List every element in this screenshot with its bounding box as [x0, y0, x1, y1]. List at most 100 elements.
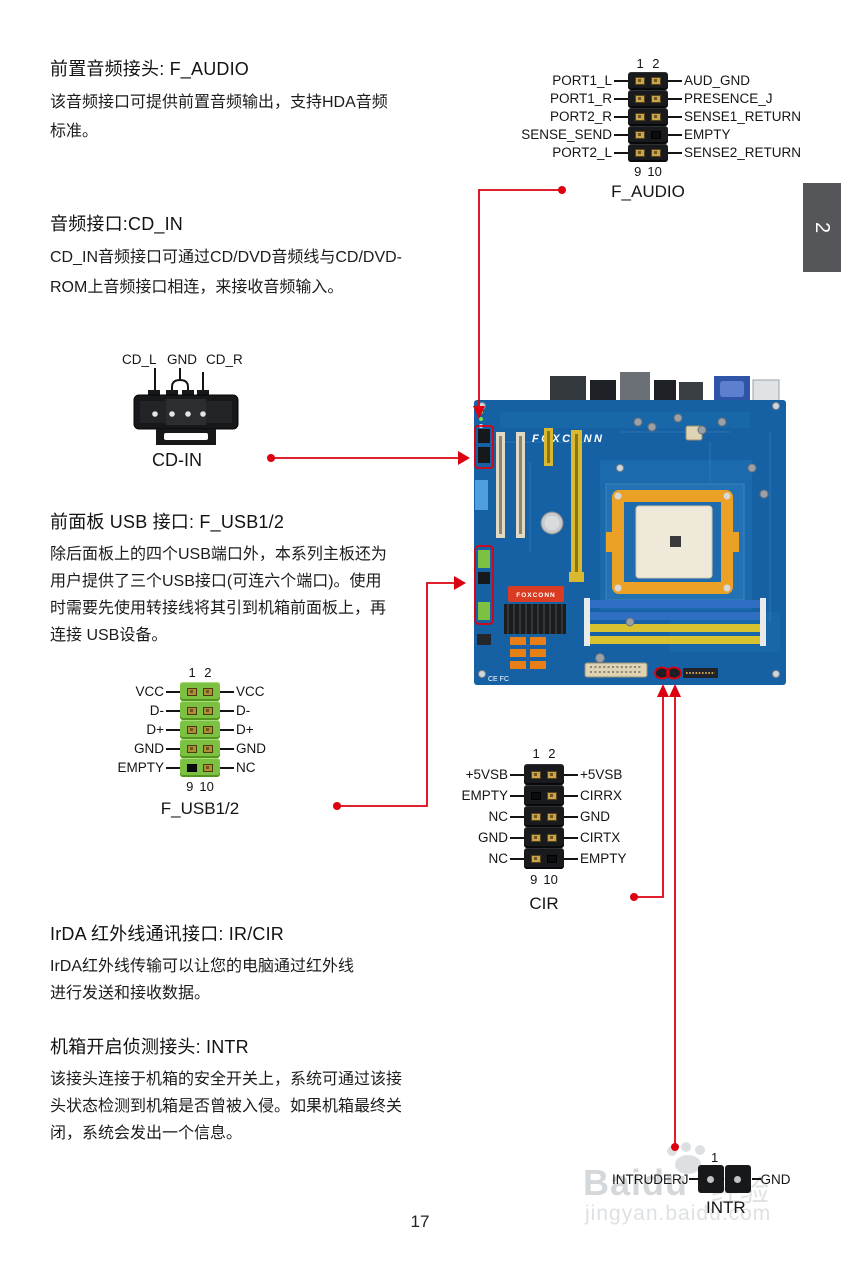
- section-cd-in: 音频接口:CD_IN CD_IN音频接口可通过CD/DVD音频线与CD/DVD-…: [50, 210, 470, 303]
- arrow-right-icon: [458, 451, 470, 465]
- cpu-socket: [605, 483, 745, 601]
- pin-label: SENSE2_RETURN: [684, 145, 802, 161]
- pin-row: [180, 682, 220, 701]
- pin-label: NC: [488, 808, 509, 824]
- body-line: 闭，系统会发出一个信息。: [50, 1125, 243, 1142]
- body-line: 时需要先使用转接线将其引到机箱前面板上，再: [50, 600, 387, 617]
- section-f-usb: 前面板 USB 接口: F_USB1/2 除后面板上的四个USB端口外，本系列主…: [50, 508, 470, 649]
- page-number: 17: [410, 1212, 430, 1231]
- body-line: CD_IN音频接口可通过CD/DVD音频线与CD/DVD-: [50, 249, 403, 266]
- pin-row: [628, 72, 668, 90]
- pin-label: EMPTY: [580, 850, 627, 866]
- pin-label: +5VSB: [465, 766, 508, 782]
- cert-marks: CE FC: [488, 676, 509, 683]
- body-line: 除后面板上的四个USB端口外，本系列主板还为: [50, 546, 387, 563]
- pin-number: 1: [711, 1150, 719, 1165]
- section-body: IrDA红外线传输可以让您的电脑通过红外线 进行发送和接收数据。: [50, 953, 470, 1007]
- pin-label: VCC: [236, 683, 265, 699]
- pin-label: CIRTX: [580, 829, 621, 845]
- watermark-brand: Baidu: [583, 1162, 689, 1203]
- section-body: CD_IN音频接口可通过CD/DVD音频线与CD/DVD- ROM上音频接口相连…: [50, 243, 470, 303]
- chapter-number: 2: [811, 221, 834, 234]
- body-line: 头状态检测到机箱是否曾被入侵。如果机箱最终关: [50, 1098, 403, 1115]
- body-line: 连接 USB设备。: [50, 627, 168, 644]
- pin-label: CD_L: [122, 352, 157, 367]
- chipset-heatsink: FOXCONN: [504, 586, 566, 634]
- pin-label: PORT2_R: [549, 109, 612, 125]
- pin-label: EMPTY: [461, 787, 508, 803]
- pin-row: [628, 126, 668, 144]
- pin-label: GND: [167, 352, 197, 367]
- section-body: 该接头连接于机箱的安全开关上，系统可通过该接 头状态检测到机箱是否曾被入侵。如果…: [50, 1066, 470, 1147]
- body-line: 该音频接口可提供前置音频输出，支持HDA音频: [50, 94, 388, 111]
- section-title: 前置音频接头: F_AUDIO: [50, 59, 250, 79]
- section-intr: 机箱开启侦测接头: INTR 该接头连接于机箱的安全开关上，系统可通过该接 头状…: [50, 1033, 470, 1147]
- pin-label: D-: [149, 702, 164, 718]
- pin-label: SENSE1_RETURN: [684, 109, 802, 125]
- section-title: 前面板 USB 接口: F_USB1/2: [50, 512, 285, 532]
- body-line: ROM上音频接口相连，来接收音频输入。: [50, 279, 344, 296]
- callout-dot: [630, 893, 638, 901]
- section-f-audio: 前置音频接头: F_AUDIO 该音频接口可提供前置音频输出，支持HDA音频 标…: [50, 55, 470, 146]
- pin-row: [180, 720, 220, 739]
- section-body: 该音频接口可提供前置音频输出，支持HDA音频 标准。: [50, 88, 470, 146]
- pin-label: PORT2_L: [552, 145, 612, 161]
- body-line: 该接头连接于机箱的安全开关上，系统可通过该接: [50, 1071, 403, 1088]
- callout-dot: [267, 454, 275, 462]
- pin-row: [180, 739, 220, 758]
- pin-row: [628, 90, 668, 108]
- connector-title: CIR: [529, 893, 559, 913]
- board-logo: FOXCONN: [532, 433, 605, 445]
- pin-row: [628, 144, 668, 162]
- connector-title: CD-IN: [152, 450, 202, 470]
- pin-row: [524, 848, 564, 869]
- section-title: 音频接口:CD_IN: [50, 214, 184, 234]
- sata-ports: [510, 637, 546, 669]
- pin-row: [524, 827, 564, 848]
- cd-in-diagram: CD_L GND CD_R CD-IN: [118, 352, 268, 482]
- connector-title: INTR: [706, 1198, 746, 1217]
- intr-pin-block: [724, 1165, 751, 1193]
- expansion-slots: [496, 428, 584, 582]
- pin-label: D+: [236, 721, 254, 737]
- intr-diagram: 1 INTRUDERJ GND INTR: [612, 1150, 832, 1222]
- cir-callout-line: [634, 696, 664, 898]
- pin-label: AUD_GND: [684, 73, 751, 89]
- pin-label: EMPTY: [117, 759, 164, 775]
- connector-title: F_USB1/2: [160, 798, 240, 818]
- intr-pin-block: [697, 1165, 724, 1193]
- callout-dot: [333, 802, 341, 810]
- pin-label: PORT1_L: [552, 73, 612, 89]
- pin-label: VCC: [135, 683, 164, 699]
- pin-label: CD_R: [206, 352, 243, 367]
- pin-label: D-: [236, 702, 251, 718]
- body-line: IrDA红外线传输可以让您的电脑通过红外线: [50, 958, 355, 975]
- section-body: 除后面板上的四个USB端口外，本系列主板还为 用户提供了三个USB接口(可连六个…: [50, 541, 470, 649]
- motherboard-image: FOXCONN: [474, 372, 786, 685]
- section-ir-cir: IrDA 红外线通讯接口: IR/CIR IrDA红外线传输可以让您的电脑通过红…: [50, 920, 470, 1007]
- cmos-battery: [540, 511, 564, 535]
- body-line: 标准。: [50, 123, 99, 140]
- pin-label: SENSE_SEND: [521, 127, 612, 143]
- pin-row: [628, 108, 668, 126]
- pin-label: GND: [134, 740, 164, 756]
- pin-label: PRESENCE_J: [684, 91, 773, 107]
- pin-label: PORT1_R: [549, 91, 612, 107]
- svg-text:FOXCONN: FOXCONN: [516, 592, 556, 599]
- pin-label: GND: [580, 808, 610, 824]
- chapter-tab: 2: [803, 183, 841, 272]
- cd-in-connector-art: [133, 368, 239, 445]
- pin-row: [524, 806, 564, 827]
- pin-label: EMPTY: [684, 127, 731, 143]
- pin-label: GND: [478, 829, 508, 845]
- section-title: IrDA 红外线通讯接口: IR/CIR: [50, 924, 285, 944]
- pin-label: INTRUDERJ: [612, 1171, 689, 1187]
